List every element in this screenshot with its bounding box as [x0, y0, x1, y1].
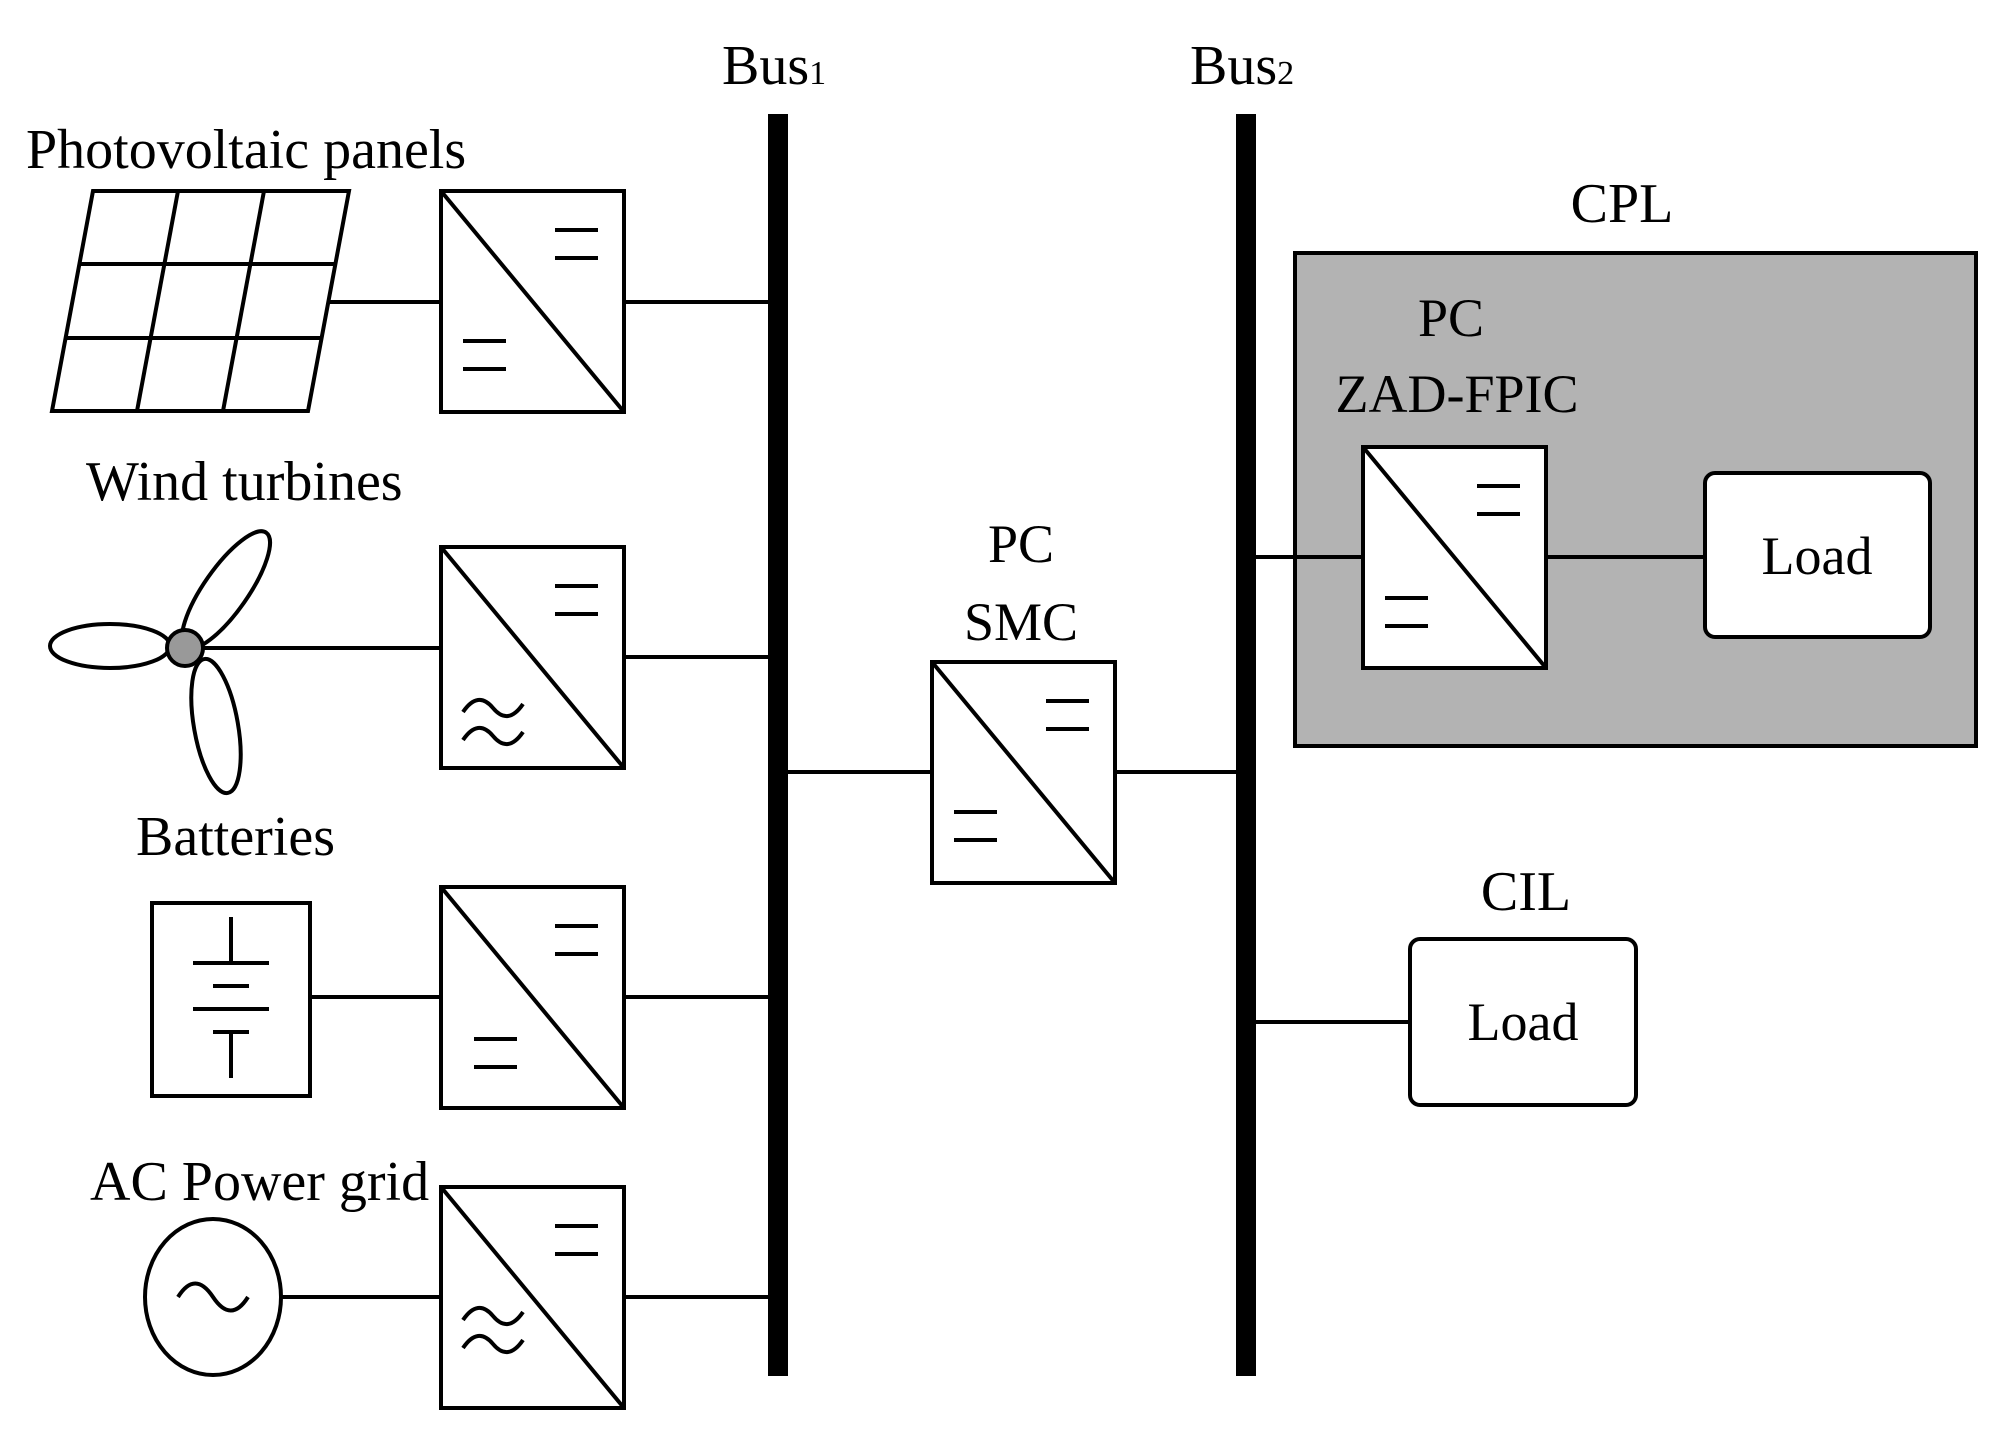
battery-label: Batteries	[136, 806, 335, 868]
bus1-bar	[768, 114, 788, 1376]
dc-dc-converter-icon	[439, 189, 626, 414]
cil-title: CIL	[1481, 861, 1571, 923]
cpl-load-label: Load	[1762, 526, 1873, 586]
grid-label: AC Power grid	[90, 1151, 429, 1213]
dc-dc-converter-icon	[930, 660, 1117, 885]
cil-load-box	[1408, 937, 1638, 1107]
ac-dc-converter-icon	[439, 1185, 626, 1410]
solar-panel-icon	[49, 189, 352, 413]
battery-icon	[150, 901, 312, 1098]
middle-converter-label-2: SMC	[964, 592, 1078, 652]
middle-converter-label-1: PC	[988, 514, 1054, 574]
wind-turbine-icon	[48, 529, 273, 796]
dc-dc-converter-icon	[439, 885, 626, 1110]
cpl-converter-label-1: PC	[1418, 288, 1484, 348]
cpl-title: CPL	[1571, 173, 1674, 235]
bus2-label: Bus2	[1190, 35, 1294, 97]
cil-load-label: Load	[1468, 992, 1579, 1052]
cpl-converter-label-2: ZAD-FPIC	[1335, 364, 1578, 424]
pv-label: Photovoltaic panels	[26, 119, 466, 181]
cpl-load-box	[1703, 471, 1932, 639]
dc-dc-converter-icon	[1361, 445, 1548, 670]
ac-source-icon	[143, 1217, 283, 1377]
bus1-label: Bus1	[722, 35, 826, 97]
bus2-bar	[1236, 114, 1256, 1376]
wind-label: Wind turbines	[86, 451, 403, 513]
ac-dc-converter-icon	[439, 545, 626, 770]
